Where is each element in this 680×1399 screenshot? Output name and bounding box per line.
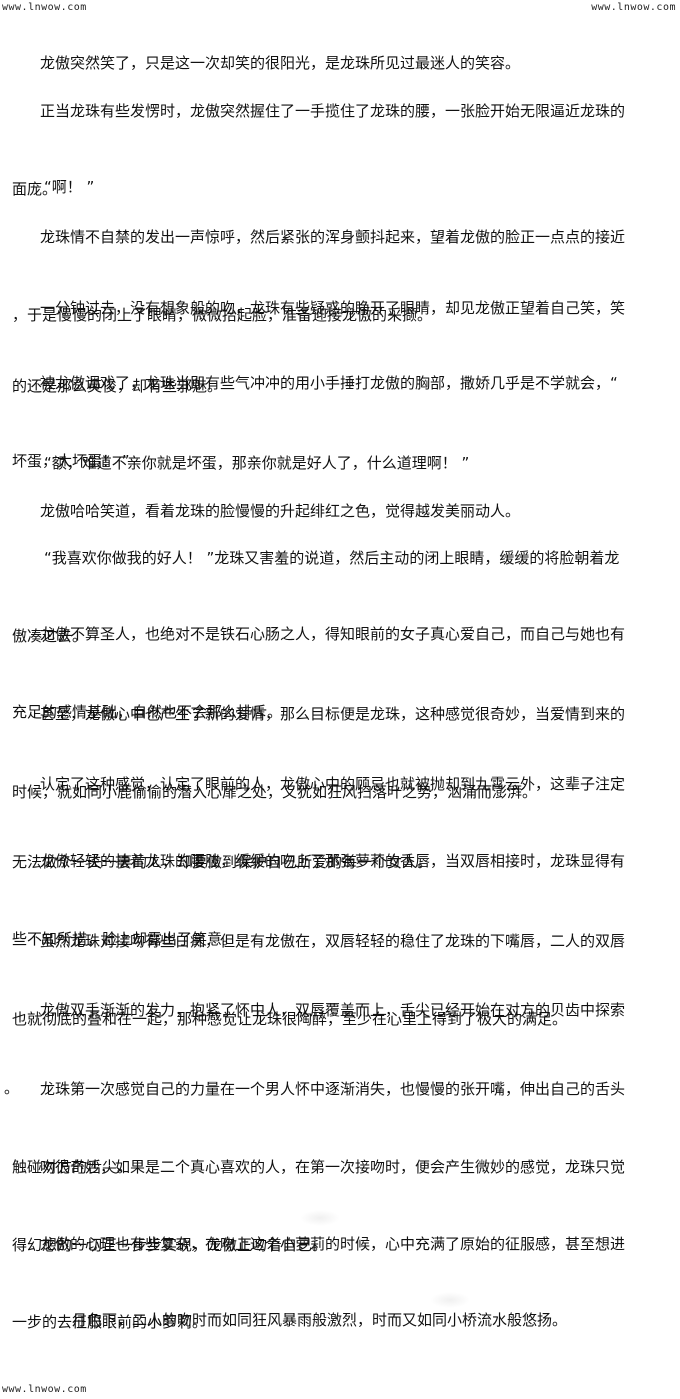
paragraph-line: 触碰对方的舌尖。 <box>12 1158 133 1176</box>
paragraph-line: 月色下，二人的吻时而如同狂风暴雨般激烈，时而又如同小桥流水般悠扬。 <box>72 1311 568 1329</box>
paragraph-line: “额，难道不亲你就是坏蛋，那亲你就是好人了，什么道理啊！ ” <box>44 454 470 472</box>
paragraph-line: 龙傲哈哈笑道，看着龙珠的脸慢慢的升起绯红之色，觉得越发美丽动人。 <box>40 502 521 520</box>
paragraph: 龙珠情不自禁的发出一声惊呼，然后紧张的浑身颤抖起来，望着龙傲的脸正一点点的接近 … <box>12 172 672 380</box>
paragraph-line: 虽然龙珠对接吻有些白痴，但是有龙傲在，双唇轻轻的稳住了龙珠的下嘴唇，二人的双唇 <box>40 932 626 950</box>
paragraph: 龙傲哈哈笑道，看着龙珠的脸慢慢的升起绯红之色，觉得越发美丽动人。 <box>40 446 672 576</box>
paragraph: “我喜欢你做我的好人！ ”龙珠又害羞的说道，然后主动的闭上眼睛，缓缓的将脸朝着龙… <box>12 493 676 701</box>
scan-smudge <box>430 1292 470 1308</box>
paragraph: “额，难道不亲你就是坏蛋，那亲你就是好人了，什么道理啊！ ” <box>44 398 676 528</box>
paragraph: “啊！ ” <box>44 122 676 252</box>
paragraph: 龙傲轻轻的扶着龙珠的腰肢，缓缓的吻上了那张萝莉的香唇，当双唇相接时，龙珠显得有 … <box>12 796 672 1004</box>
watermark-top-left: www.lnwow.com <box>2 2 87 13</box>
paragraph-line: 些不知所措，脸上却露出了笑意。 <box>12 930 238 948</box>
paragraph: 月色下，二人的吻时而如同狂风暴雨般激烈，时而又如同小桥流水般悠扬。 <box>72 1255 680 1385</box>
paragraph: 认定了这种感觉，认定了眼前的人，龙傲心中的顾忌也就被抛却到九霄云外，这辈子注定 … <box>12 719 672 927</box>
paragraph: 龙珠第一次感觉自己的力量在一个男人怀中逐渐消失，也慢慢的张开嘴，伸出自己的舌头 … <box>12 1024 672 1232</box>
paragraph-line: “啊！ ” <box>44 178 95 196</box>
paragraph: 龙傲的心理也有些复杂，在吻上这个小萝莉的时候，心中充满了原始的征服感，甚至想进 … <box>12 1179 672 1387</box>
paragraph-line: 认定了这种感觉，认定了眼前的人，龙傲心中的顾忌也就被抛却到九霄云外，这辈子注定 <box>40 775 626 793</box>
paragraph-line: “我喜欢你做我的好人！ ”龙珠又害羞的说道，然后主动的闭上眼睛，缓缓的将脸朝着龙 <box>44 549 620 567</box>
paragraph-line: ，于是慢慢的闭上了眼睛，微微抬起脸，准备迎接龙傲的采撷。 <box>12 306 433 324</box>
paragraph: 吻很奇妙，如果是二个真心喜欢的人，在第一次接吻时，便会产生微妙的感觉，龙珠只觉 … <box>12 1102 672 1310</box>
paragraph: 龙傲突然笑了，只是这一次却笑的很阳光，是龙珠所见过最迷人的笑容。 <box>40 0 672 128</box>
paragraph-line: 一步的去征服眼前的小萝莉。 <box>12 1313 208 1331</box>
paragraph: 甚至，龙傲心中也产生了新的爱情，那么目标便是龙珠，这种感觉很奇妙，当爱情到来的 … <box>12 649 672 857</box>
paragraph-line: 。 <box>4 1079 20 1097</box>
paragraph-line: 龙傲突然笑了，只是这一次却笑的很阳光，是龙珠所见过最迷人的笑容。 <box>40 54 521 72</box>
paragraph: 被龙傲调戏了，龙珠当即有些气冲冲的用小手捶打龙傲的胸部，撒娇几乎是不学就会，“ … <box>12 318 672 526</box>
paragraph-line: 无法做个一夫一妻的人，却要做到保护自己所爱的每一个女人。 <box>12 853 433 871</box>
paragraph-line: 也就彻底的叠和在一起，那种感觉让龙珠很陶醉，至少在心里上得到了极大的满足。 <box>12 1010 568 1028</box>
paragraph-line: 被龙傲调戏了，龙珠当即有些气冲冲的用小手捶打龙傲的胸部，撒娇几乎是不学就会，“ <box>40 374 618 392</box>
paragraph-line: 龙傲的心理也有些复杂，在吻上这个小萝莉的时候，心中充满了原始的征服感，甚至想进 <box>40 1235 626 1253</box>
watermark-bottom-left: www.lnwow.com <box>2 1384 87 1395</box>
paragraph-line: 一分钟过去，没有想象般的吻，龙珠有些疑惑的睁开了眼睛，却见龙傲正望着自己笑，笑 <box>40 299 626 317</box>
paragraph-line: 龙傲不算圣人，也绝对不是铁石心肠之人，得知眼前的女子真心爱自己，而自己与她也有 <box>40 625 626 643</box>
paragraph: 一分钟过去，没有想象般的吻，龙珠有些疑惑的睁开了眼睛，却见龙傲正望着自己笑，笑 … <box>12 243 672 451</box>
paragraph: 龙傲双手渐渐的发力，抱紧了怀中人，双唇覆盖而上，舌尖已经开始在对方的贝齿中探索 … <box>4 945 672 1153</box>
paragraph-line: 龙珠第一次感觉自己的力量在一个男人怀中逐渐消失，也慢慢的张开嘴，伸出自己的舌头 <box>40 1080 626 1098</box>
paragraph-line: 傲凑过去。 <box>12 627 88 645</box>
paragraph-line: 龙珠情不自禁的发出一声惊呼，然后紧张的浑身颤抖起来，望着龙傲的脸正一点点的接近 <box>40 228 626 246</box>
scan-smudge <box>300 1210 340 1226</box>
paragraph-line: 时候，就如同小鹿偷偷的潜入心扉之处，又犹如狂风扫落叶之势，汹涌而澎湃。 <box>12 783 538 801</box>
paragraph: 正当龙珠有些发愣时，龙傲突然握住了一手揽住了龙珠的腰，一张脸开始无限逼近龙珠的 … <box>12 46 672 254</box>
watermark-top-right: www.lnwow.com <box>591 2 676 13</box>
paragraph-line: 充足的感情基础，自然也不会那么排斥。 <box>12 703 283 721</box>
paragraph: 虽然龙珠对接吻有些白痴，但是有龙傲在，双唇轻轻的稳住了龙珠的下嘴唇，二人的双唇 … <box>12 876 672 1084</box>
paragraph-line: 龙傲双手渐渐的发力，抱紧了怀中人，双唇覆盖而上，舌尖已经开始在对方的贝齿中探索 <box>40 1001 626 1019</box>
paragraph-line: 龙傲轻轻的扶着龙珠的腰肢，缓缓的吻上了那张萝莉的香唇，当双唇相接时，龙珠显得有 <box>40 852 626 870</box>
paragraph-line: 吻很奇妙，如果是二个真心喜欢的人，在第一次接吻时，便会产生微妙的感觉，龙珠只觉 <box>40 1158 626 1176</box>
paragraph-line: 面庞。 <box>12 180 58 198</box>
paragraph-line: 坏蛋，大坏蛋！ ” <box>12 452 130 470</box>
paragraph-line: 得幻想的一切正一步步实现，龙傲正吻着自己。 <box>12 1236 328 1254</box>
paragraph-line: 甚至，龙傲心中也产生了新的爱情，那么目标便是龙珠，这种感觉很奇妙，当爱情到来的 <box>40 705 626 723</box>
paragraph-line: 的还是那么英俊，却有些邪魅。 <box>12 377 223 395</box>
paragraph: 龙傲不算圣人，也绝对不是铁石心肠之人，得知眼前的女子真心爱自己，而自己与她也有 … <box>12 569 672 777</box>
paragraph-line: 正当龙珠有些发愣时，龙傲突然握住了一手揽住了龙珠的腰，一张脸开始无限逼近龙珠的 <box>40 102 626 120</box>
